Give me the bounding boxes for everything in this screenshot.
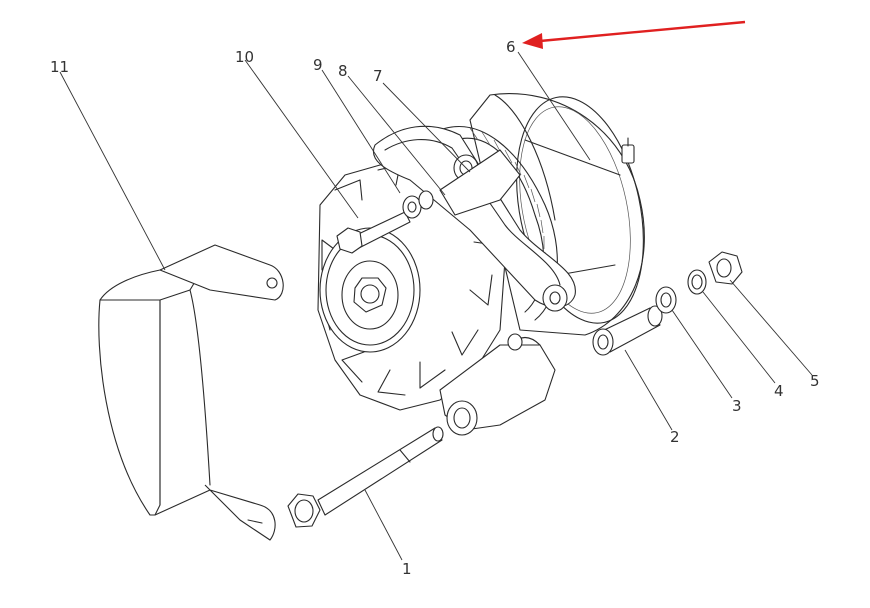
callout-3: 3 <box>732 397 742 415</box>
part-2-spacer-sleeve <box>592 305 663 356</box>
part-3-flat-washer <box>655 286 677 314</box>
callout-9: 9 <box>313 56 323 74</box>
part-9-washer <box>402 190 434 219</box>
part-5-hex-nut <box>708 251 743 285</box>
callout-4: 4 <box>774 382 784 400</box>
callout-5: 5 <box>810 372 820 390</box>
part-7-8-adjusting-strap <box>372 125 576 312</box>
highlight-arrow <box>522 20 746 49</box>
part-4-spring-washer <box>687 269 707 295</box>
callout-10: 10 <box>235 48 254 66</box>
leader-lines <box>59 51 813 561</box>
part-11-shield <box>98 244 284 541</box>
callout-1: 1 <box>402 560 412 578</box>
part-10-bolt <box>336 211 411 254</box>
callout-labels: 11 10 9 8 7 6 1 2 3 4 5 <box>50 38 820 578</box>
part-1-long-bolt <box>287 426 444 528</box>
callout-2: 2 <box>670 428 680 446</box>
callout-7: 7 <box>373 67 383 85</box>
callout-11: 11 <box>50 58 69 76</box>
callout-6: 6 <box>506 38 516 56</box>
callout-8: 8 <box>338 62 348 80</box>
